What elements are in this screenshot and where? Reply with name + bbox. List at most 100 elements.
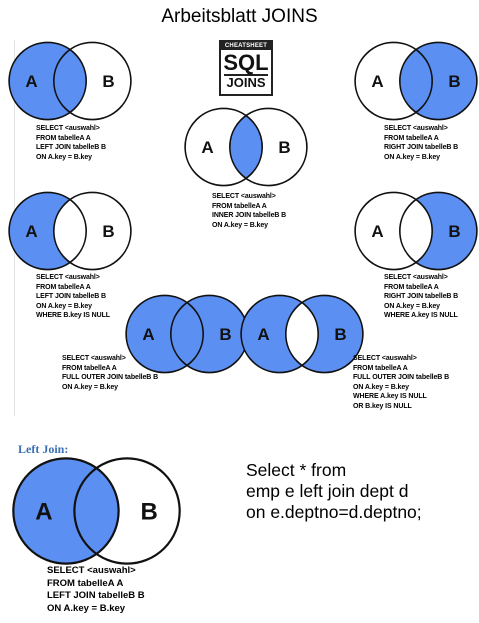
code-line: LEFT JOIN tabelleB B	[36, 144, 106, 151]
code-line: ON A.key = B.key	[36, 153, 92, 161]
code-line: ON A.key = B.key	[62, 383, 118, 391]
label-b: B	[102, 72, 114, 91]
label-a: A	[142, 325, 154, 344]
circle-b-outline	[285, 294, 364, 374]
query-line: on e.deptno=d.deptno;	[246, 502, 422, 522]
intersection-region	[74, 458, 119, 564]
code-line: ON A.key = B.key	[212, 221, 268, 229]
intersection-region	[399, 42, 433, 120]
section-label-left-join: Left Join:	[18, 442, 69, 456]
label-b: B	[334, 325, 346, 344]
circle-b-outline	[53, 191, 132, 271]
circle-a-outline	[8, 41, 87, 121]
code-left-join-null: SELECT <auswahl> FROM tabelleA A LEFT JOIN…	[36, 273, 110, 321]
label-a: A	[371, 222, 383, 241]
code-line: SELECT <auswahl>	[384, 125, 448, 132]
label-a: A	[371, 72, 383, 91]
code-left-join: SELECT <auswahl> FROM tabelleA A LEFT JOIN…	[36, 124, 106, 162]
label-a: A	[25, 72, 37, 91]
label-b: B	[219, 325, 231, 344]
circle-b-outline	[229, 107, 308, 187]
query-line: Select * from	[246, 460, 347, 480]
code-line: WHERE A.key IS NULL	[384, 312, 458, 319]
label-b: B	[102, 222, 114, 241]
intersection-region	[229, 108, 263, 186]
code-line: SELECT <auswahl>	[36, 274, 100, 281]
logo-bottom-text: JOINS	[224, 74, 268, 90]
circle-a-outline	[8, 191, 87, 271]
code-line: SELECT <auswahl>	[212, 193, 276, 200]
circle-b-outline	[399, 191, 478, 271]
code-line: OR B.key IS NULL	[353, 402, 412, 410]
intersection-region	[53, 42, 87, 120]
code-line: SELECT <auswahl>	[47, 565, 136, 576]
code-line: FROM tabelleA A	[36, 134, 91, 142]
code-line: ON A.key = B.key	[47, 602, 126, 614]
page-title: Arbeitsblatt JOINS	[161, 6, 318, 27]
code-line: ON A.key = B.key	[384, 153, 440, 161]
code-line: FULL OUTER JOIN tabelleB B	[62, 374, 159, 381]
label-a: A	[257, 325, 269, 344]
code-line: FROM tabelleA A	[212, 202, 267, 210]
circle-a-outline	[184, 107, 263, 187]
circle-a-outline	[12, 457, 120, 565]
code-line: SELECT <auswahl>	[62, 355, 126, 362]
code-full-outer-join: SELECT <auswahl> FROM tabelleA A FULL OUTE…	[62, 354, 158, 392]
code-full-outer-join-null: SELECT <auswahl> FROM tabelleA A FULL OUTE…	[353, 354, 449, 411]
circle-a-outline	[125, 294, 204, 374]
logo-mid-text: SQL	[223, 50, 269, 75]
code-line: ON A.key = B.key	[353, 383, 409, 391]
circle-b-outline	[73, 457, 181, 565]
code-line: FROM tabelleA A	[47, 577, 124, 589]
query-line: emp e left join dept d	[246, 481, 409, 501]
label-a: A	[25, 222, 37, 241]
code-line: SELECT <auswahl>	[384, 274, 448, 281]
intersection-region	[170, 295, 204, 373]
logo-top-text: CHEATSHEET	[221, 42, 271, 50]
code-right-join-null: SELECT <auswahl> FROM tabelleA A RIGHT JOI…	[384, 273, 458, 321]
code-line: ON A.key = B.key	[36, 302, 92, 310]
label-a: A	[201, 138, 213, 157]
code-line: WHERE A.key IS NULL	[353, 393, 427, 400]
code-line: ON A.key = B.key	[384, 302, 440, 310]
code-right-join: SELECT <auswahl> FROM tabelleA A RIGHT JOI…	[384, 124, 458, 162]
label-b: B	[278, 138, 290, 157]
circle-a-outline	[354, 191, 433, 271]
intersection-region	[53, 192, 87, 270]
sql-query-example: Select * from emp e left join dept d on …	[246, 460, 422, 523]
sql-joins-logo: CHEATSHEET SQL JOINS	[219, 40, 273, 96]
code-line: FROM tabelleA A	[384, 134, 439, 142]
circle-a-outline	[240, 294, 319, 374]
intersection-region	[399, 192, 433, 270]
code-inner-join: SELECT <auswahl> FROM tabelleA A INNER JOI…	[212, 192, 286, 230]
circle-b-outline	[53, 41, 132, 121]
code-line: LEFT JOIN tabelleB B	[36, 293, 106, 300]
label-a: A	[35, 499, 52, 526]
label-b: B	[140, 499, 157, 526]
code-line: RIGHT JOIN tabelleB B	[384, 293, 459, 300]
code-line: INNER JOIN tabelleB B	[212, 212, 287, 219]
code-line: WHERE B.key IS NULL	[36, 312, 110, 319]
code-line: SELECT <auswahl>	[36, 125, 100, 132]
code-line: LEFT JOIN tabelleB B	[47, 590, 145, 601]
code-line: FROM tabelleA A	[384, 283, 439, 291]
code-line: RIGHT JOIN tabelleB B	[384, 144, 459, 151]
circle-b-outline	[399, 41, 478, 121]
code-line: FROM tabelleA A	[353, 364, 408, 372]
intersection-region	[285, 295, 319, 373]
label-b: B	[448, 72, 460, 91]
code-line: FROM tabelleA A	[36, 283, 91, 291]
code-line: FROM tabelleA A	[62, 364, 117, 372]
code-line: SELECT <auswahl>	[353, 355, 417, 362]
label-b: B	[448, 222, 460, 241]
code-line: FULL OUTER JOIN tabelleB B	[353, 374, 450, 381]
circle-a-outline	[354, 41, 433, 121]
